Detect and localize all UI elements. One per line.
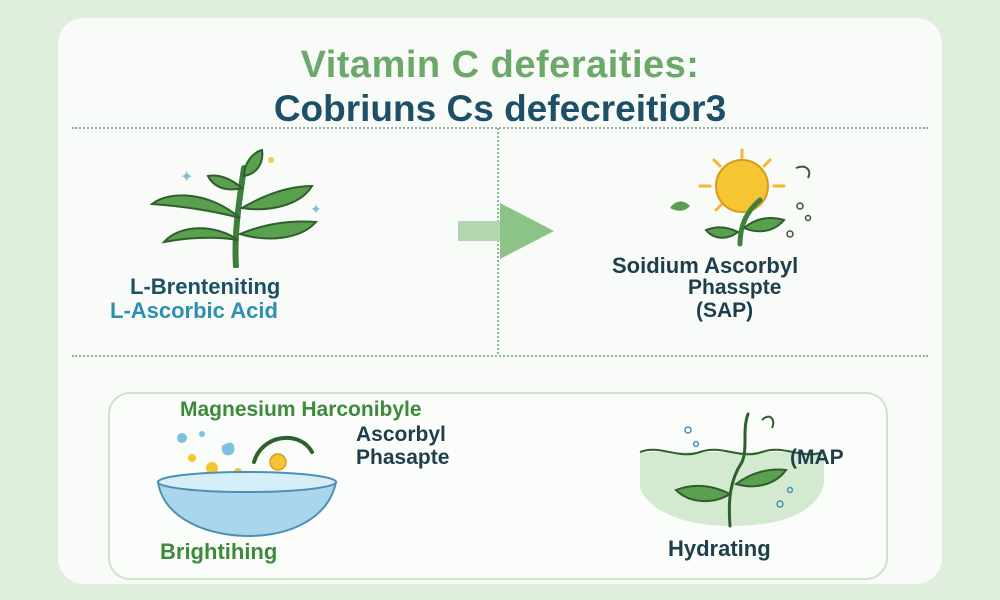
- bottom-left-line-2: Ascorbyl: [356, 423, 446, 446]
- left-label-line-2: L-Ascorbic Acid: [110, 298, 278, 323]
- middle-divider: [72, 355, 928, 357]
- left-label-line-1: L-Brenteniting: [130, 274, 281, 299]
- title-line-2: Cobriuns Cs defecreitior3: [273, 88, 727, 129]
- svg-text:✦: ✦: [180, 167, 193, 186]
- bottom-left-line-3: Phasapte: [356, 446, 450, 469]
- water-bowl-icon: [156, 431, 338, 538]
- right-label-line-3: (SAP): [696, 299, 754, 322]
- bottom-left-heading: Magnesium Harconibyle: [180, 398, 422, 421]
- plant-icon: ✦ ✦: [149, 148, 322, 268]
- title-line-1: Vitamin C deferaities:: [300, 44, 700, 86]
- svg-text:✦: ✦: [310, 202, 322, 218]
- bottom-right-footer: Hydrating: [668, 536, 771, 561]
- top-divider: [72, 127, 928, 129]
- bottom-left-footer: Brightihing: [160, 539, 278, 564]
- right-label-line-2: Phasspte: [688, 276, 782, 299]
- sun-sprout-icon: [670, 148, 812, 247]
- bottom-right-tag: (MAP: [790, 446, 844, 469]
- right-label-line-1: Soidium Ascorbyl: [612, 253, 799, 278]
- seedling-water-icon: [639, 412, 825, 528]
- arrow-icon: [458, 203, 554, 259]
